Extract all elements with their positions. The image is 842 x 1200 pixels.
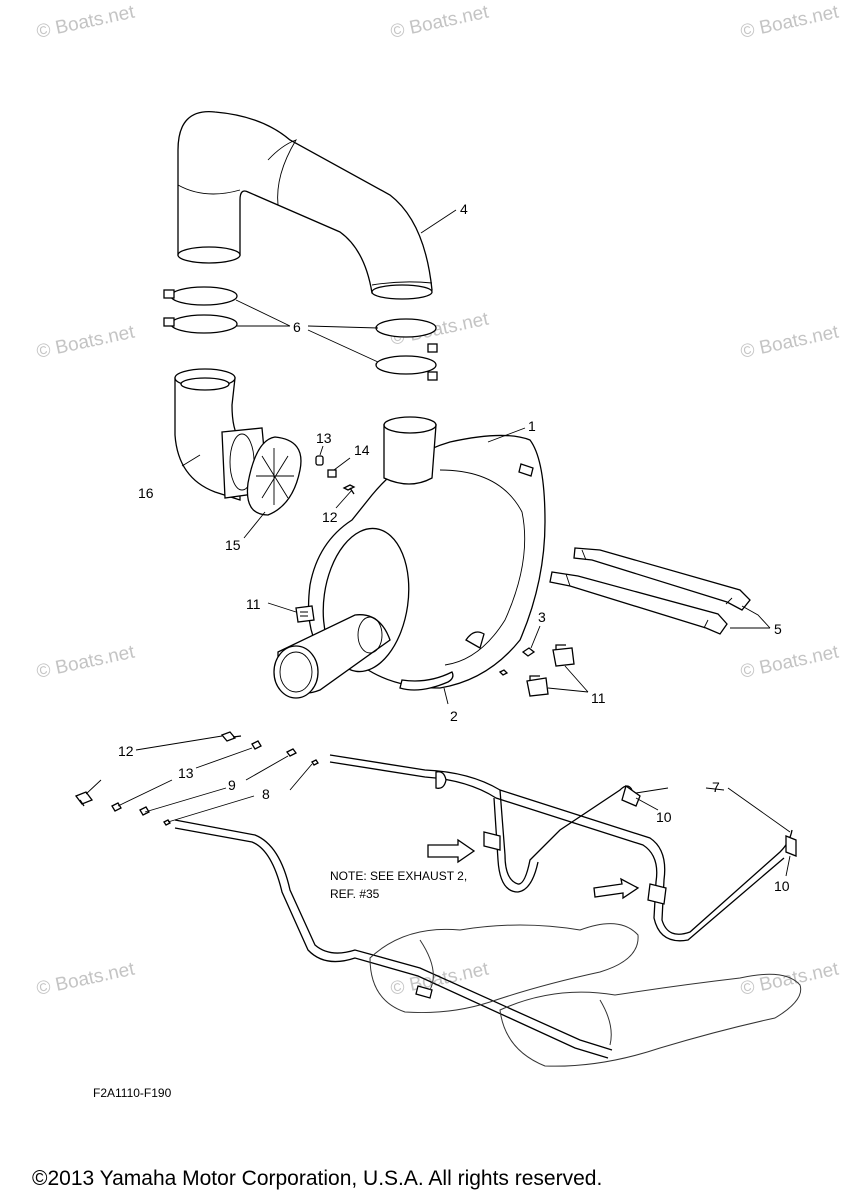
callout-4: 4 bbox=[460, 201, 468, 217]
watermark-top-left: © Boats.net bbox=[35, 2, 137, 43]
parts-3-11-right bbox=[498, 644, 575, 697]
note-line-1: NOTE: SEE EXHAUST 2, bbox=[330, 869, 467, 883]
leader-lines bbox=[85, 209, 791, 877]
callout-13: 13 bbox=[178, 765, 194, 781]
callout-14: 12 bbox=[322, 509, 338, 525]
callout-2: 2 bbox=[450, 708, 458, 724]
watermark-top-center: © Boats.net bbox=[389, 2, 491, 43]
part-4-exhaust-pipe bbox=[177, 111, 433, 300]
callout-7: 7 bbox=[712, 779, 720, 795]
arrow-right-1 bbox=[427, 838, 476, 864]
part-5-straps bbox=[549, 547, 751, 635]
direction-arrows bbox=[427, 838, 640, 900]
watermark-bottom-right: © Boats.net bbox=[739, 959, 841, 1000]
callout-9: 9 bbox=[228, 777, 236, 793]
callout-8: 8 bbox=[262, 786, 270, 802]
callout-3: 3 bbox=[538, 609, 546, 625]
callout-18: 16 bbox=[138, 485, 154, 501]
callout-11-left: 11 bbox=[246, 596, 261, 612]
watermark-bottom-left: © Boats.net bbox=[35, 959, 137, 1000]
part-1-muffler bbox=[273, 416, 546, 699]
fittings-8-9-12-13 bbox=[74, 731, 319, 826]
callout-16: 14 bbox=[354, 442, 370, 458]
part-11-left-clip bbox=[295, 605, 315, 623]
callout-12-label: 12 bbox=[118, 743, 134, 759]
copyright-notice: ©2013 Yamaha Motor Corporation, U.S.A. A… bbox=[32, 1167, 602, 1190]
callout-17: 15 bbox=[225, 537, 241, 553]
exhaust-2-ghost-outline bbox=[369, 923, 802, 1067]
callout-6: 6 bbox=[293, 319, 301, 335]
callout-5: 5 bbox=[774, 621, 782, 637]
watermark-low-left: © Boats.net bbox=[35, 642, 137, 683]
callout-15: 13 bbox=[316, 430, 332, 446]
callout-labels: 4 6 16 15 13 14 12 1 5 3 11 11 2 12 12 1… bbox=[118, 201, 790, 894]
part-7-hoses bbox=[174, 754, 797, 1059]
callout-10-right: 10 bbox=[774, 878, 790, 894]
figure-code: F2A1110-F190 bbox=[93, 1086, 172, 1100]
part-2-hose bbox=[399, 671, 454, 691]
watermark-top-right: © Boats.net bbox=[739, 2, 841, 43]
exhaust-note: NOTE: SEE EXHAUST 2, REF. #35 bbox=[330, 869, 467, 901]
callout-11-right: 11 bbox=[591, 690, 606, 706]
fasteners-14-15-16 bbox=[315, 455, 356, 495]
part-17-gasket bbox=[246, 436, 302, 516]
watermark-mid-left: © Boats.net bbox=[35, 322, 137, 363]
callout-1: 1 bbox=[528, 418, 536, 434]
note-line-2: REF. #35 bbox=[330, 887, 380, 901]
watermark-low-right: © Boats.net bbox=[739, 642, 841, 683]
watermark-mid-right: © Boats.net bbox=[739, 322, 841, 363]
callout-10-left: 10 bbox=[656, 809, 672, 825]
part-6-hose-clamps bbox=[163, 286, 438, 381]
arrow-right-2 bbox=[593, 877, 640, 900]
